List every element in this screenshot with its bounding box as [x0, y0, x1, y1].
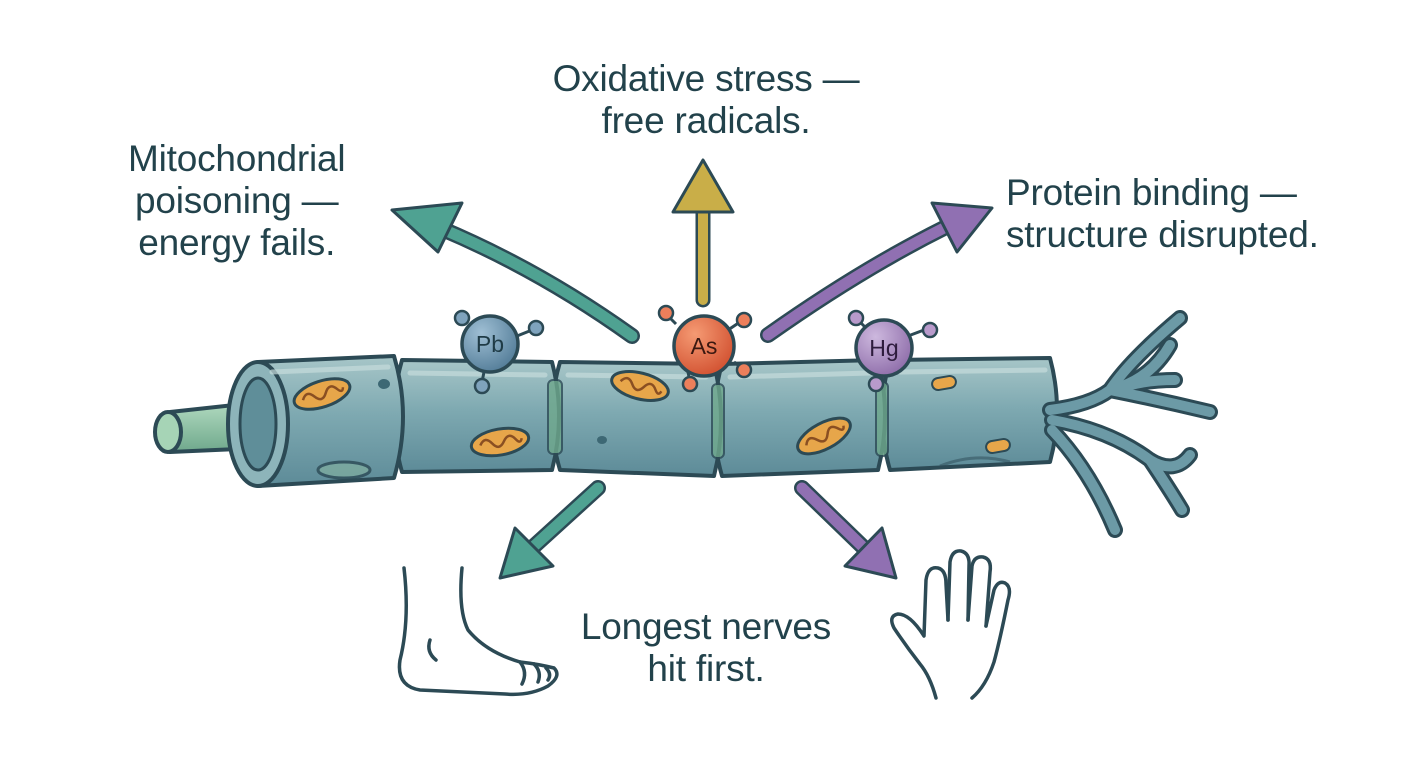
ion-hg: Hg — [847, 309, 939, 393]
label-mitochondrial-poisoning: Mitochondrial poisoning — energy fails. — [128, 138, 346, 264]
arrow-oxidative — [671, 158, 735, 308]
label-protein-line-1: Protein binding — — [1006, 172, 1297, 213]
ion-as-symbol: As — [691, 333, 718, 359]
label-mitochondrial-line-2: poisoning — — [134, 180, 339, 221]
myelin-segment-5 — [880, 356, 1059, 472]
label-mitochondrial-line-3: energy fails. — [138, 222, 336, 263]
mitochondrion-icon — [610, 370, 670, 402]
label-mitochondrial-line-1: Mitochondrial — [128, 138, 346, 179]
myelin-segment-4 — [712, 358, 887, 478]
arrow-to-hand — [794, 480, 898, 580]
mitochondrion-icon — [796, 416, 852, 456]
mitochondrion-icon — [469, 426, 531, 458]
foot-icon — [397, 566, 559, 697]
arrow-to-foot — [498, 480, 606, 580]
arrow-mitochondrial — [390, 201, 640, 344]
label-longest-line-2: hit first. — [647, 648, 765, 689]
label-protein-line-2: structure disrupted. — [1006, 214, 1319, 255]
myelin-segment-2 — [392, 358, 561, 474]
mitochondrion-icon — [292, 377, 352, 411]
label-oxidative-line-1: Oxidative stress — — [552, 58, 860, 99]
ion-as: As — [657, 304, 753, 393]
label-oxidative-stress: Oxidative stress — free radicals. — [540, 58, 872, 142]
label-longest-line-1: Longest nerves — [580, 606, 832, 647]
ion-pb-symbol: Pb — [476, 331, 504, 357]
ion-hg-symbol: Hg — [869, 335, 898, 361]
label-longest-nerves: Longest nerves hit first. — [565, 606, 847, 690]
label-oxidative-line-2: free radicals. — [601, 100, 811, 141]
hand-icon — [890, 549, 1012, 700]
axon-terminal — [1042, 310, 1218, 538]
nerve-fiber — [153, 310, 1218, 538]
label-protein-binding: Protein binding — structure disrupted. — [1006, 172, 1319, 256]
ion-pb: Pb — [453, 309, 545, 395]
arrow-protein — [760, 201, 994, 343]
myelin-segment-1 — [226, 354, 405, 488]
